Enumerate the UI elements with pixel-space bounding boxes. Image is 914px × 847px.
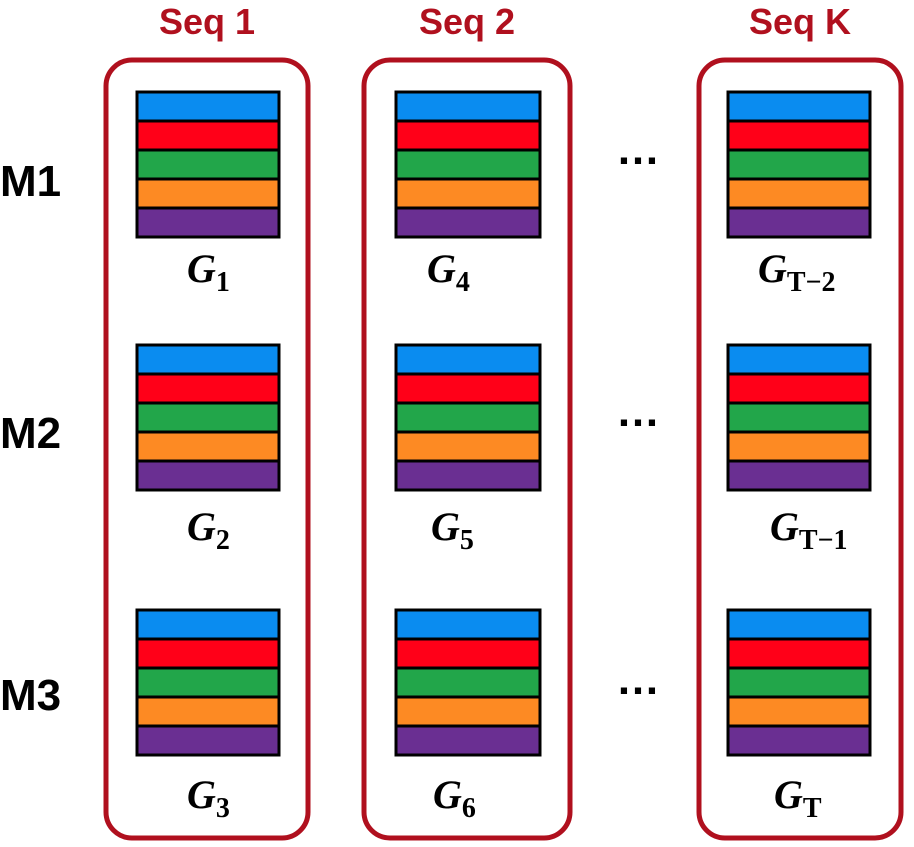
layer-green [135,666,281,699]
layer-purple [135,459,281,492]
layer-orange [726,695,872,728]
layer-blue [135,90,281,123]
layer-stack-seq1-m2 [135,343,281,492]
layer-red [394,372,542,405]
sequence-outlines [103,57,904,841]
g-label-seqk-m3: GT [774,772,822,824]
layer-blue [394,608,542,641]
layer-red [726,637,872,670]
layer-orange [135,430,281,463]
layer-purple [394,206,542,239]
layer-green [135,401,281,434]
layer-green [394,666,542,699]
seq-k-outline [696,57,904,841]
ellipsis-markers: … … … [616,125,660,704]
layer-purple [726,206,872,239]
g-label-seq1-m3: G3 [187,772,230,824]
layer-green [726,666,872,699]
g-label-seq2-m3: G6 [433,772,476,824]
ellipsis-row-2: … [616,387,660,436]
layer-stack-seq1-m3 [135,608,281,757]
layer-blue [135,608,281,641]
layer-orange [135,695,281,728]
g-label-seqk-m1: GT−2 [758,246,836,298]
seq-k-title: Seq K [749,1,851,42]
layer-purple [135,724,281,757]
layer-orange [394,177,542,210]
layer-stack-seq2-m2 [394,343,542,492]
layer-red [135,637,281,670]
g-label-seq2-m1: G4 [427,246,470,298]
layer-blue [394,90,542,123]
layer-red [726,372,872,405]
layer-stack-seqk-m3 [726,608,872,757]
layer-purple [394,724,542,757]
layer-green [135,148,281,181]
layer-stack-seqk-m2 [726,343,872,492]
seq-2-title: Seq 2 [419,1,515,42]
sequence-titles: Seq 1 Seq 2 Seq K [159,1,851,42]
layer-blue [394,343,542,376]
layer-purple [726,724,872,757]
layer-purple [726,459,872,492]
g-label-seq2-m2: G5 [431,504,474,556]
seq-1-outline [103,57,311,841]
layer-orange [135,177,281,210]
layer-red [394,119,542,152]
g-labels: G1 G2 G3 G4 G5 G6 GT−2 GT−1 GT [187,246,848,824]
g-label-seqk-m2: GT−1 [770,504,848,556]
layer-stack-seqk-m1 [726,90,872,239]
layer-blue [135,343,281,376]
g-label-seq1-m2: G2 [187,504,230,556]
layer-green [726,401,872,434]
layer-stack-seq2-m3 [394,608,542,757]
row-label-m2: M2 [0,409,61,458]
layer-blue [726,343,872,376]
layer-green [394,401,542,434]
layer-green [726,148,872,181]
ellipsis-row-3: … [616,655,660,704]
g-label-seq1-m1: G1 [187,246,230,298]
layer-orange [394,695,542,728]
layer-red [135,372,281,405]
layer-blue [726,608,872,641]
layer-stack-seq1-m1 [135,90,281,239]
row-label-m1: M1 [0,157,61,206]
layer-purple [135,206,281,239]
seq-1-title: Seq 1 [159,1,255,42]
layer-blue [726,90,872,123]
row-label-m3: M3 [0,671,61,720]
seq-2-outline [361,57,573,841]
layer-orange [726,430,872,463]
row-labels: M1 M2 M3 [0,157,61,720]
layer-green [394,148,542,181]
layer-orange [726,177,872,210]
layer-red [726,119,872,152]
layer-stacks [135,90,872,757]
layer-red [394,637,542,670]
layer-stack-seq2-m1 [394,90,542,239]
ellipsis-row-1: … [616,125,660,174]
layer-purple [394,459,542,492]
layer-orange [394,430,542,463]
layer-red [135,119,281,152]
